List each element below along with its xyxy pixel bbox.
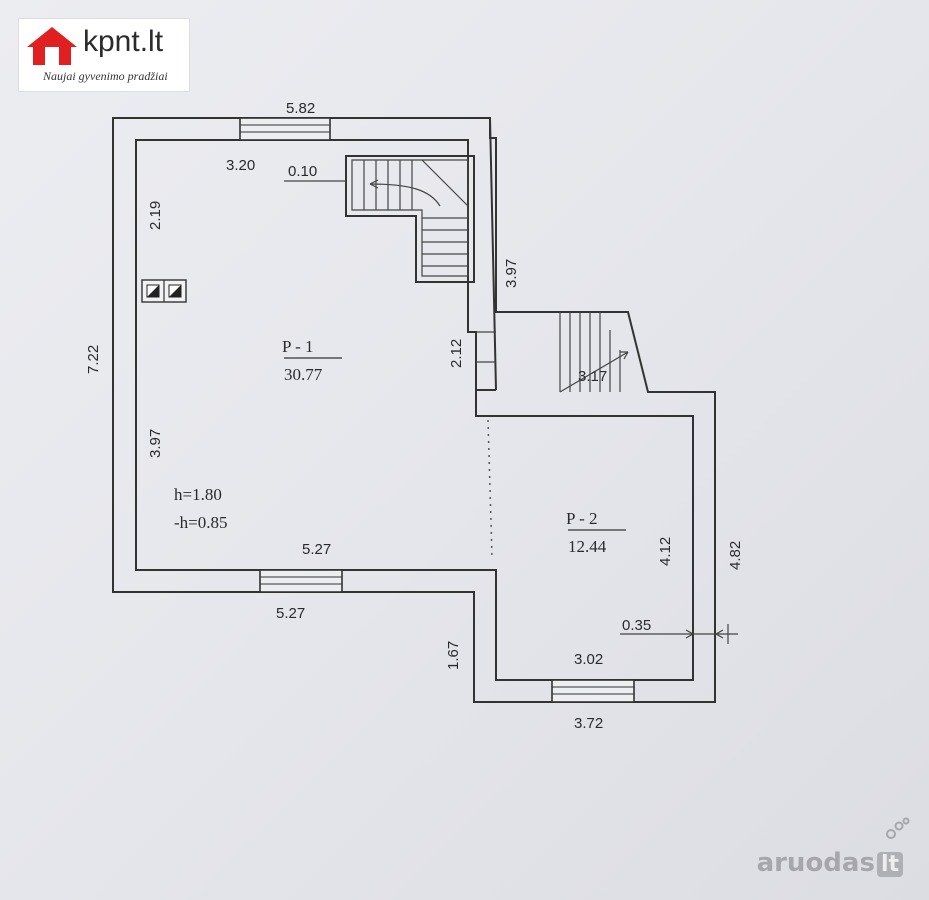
dim-top-outer: 5.82	[286, 100, 315, 117]
house-icon	[27, 27, 77, 65]
dim-bottom-inner-p2: 3.02	[574, 651, 603, 668]
wall-thickness-marker	[620, 624, 738, 644]
window-bottom-p1	[259, 569, 343, 593]
window-top	[239, 117, 331, 141]
dim-p2-outer-right: 4.82	[727, 541, 744, 570]
electrical-panel	[141, 279, 187, 303]
dim-wall-thickness: 0.35	[622, 617, 651, 634]
dim-right-upper: 3.97	[503, 259, 520, 288]
dim-step-down: 1.67	[445, 641, 462, 670]
wall-line	[489, 117, 497, 391]
minus-height-label: -h=0.85	[174, 513, 228, 532]
dim-top-window: 3.20	[226, 157, 255, 174]
window-bottom-p2	[551, 679, 635, 703]
outer-wall	[112, 117, 716, 703]
room-p2-area: 12.44	[568, 537, 607, 556]
room-p2-id: P - 2	[566, 509, 598, 528]
watermark-text: aruodas	[756, 848, 875, 878]
dim-left-lower: 3.97	[147, 429, 164, 458]
exterior-staircase	[559, 312, 629, 393]
kpnt-logo[interactable]: kpnt.lt Naujai gyvenimo pradžiai	[18, 18, 190, 92]
height-label: h=1.80	[174, 485, 222, 504]
house-smoke-icon	[886, 817, 910, 839]
dim-bottom-outer-p2: 3.72	[574, 715, 603, 732]
dim-left-total: 7.22	[85, 345, 102, 374]
interior-staircase	[345, 155, 475, 283]
dim-notch: 2.12	[448, 339, 465, 368]
dim-left-upper: 2.19	[147, 201, 164, 230]
room-p1-area: 30.77	[284, 365, 323, 384]
dim-bottom-inner-p1: 5.27	[302, 541, 331, 558]
dim-p2-inner-right: 4.12	[657, 537, 674, 566]
logo-text: kpnt.lt	[83, 25, 164, 58]
dim-stair-gap: 0.10	[288, 163, 317, 180]
inner-wall	[135, 139, 694, 681]
dim-bottom-outer-p1: 5.27	[276, 605, 305, 622]
room-divider	[487, 419, 493, 557]
room-p1-id: P - 1	[282, 337, 314, 356]
dim-stair-outside: 3.17	[578, 368, 607, 385]
watermark-suffix: lt	[876, 852, 903, 877]
logo-tagline: Naujai gyvenimo pradžiai	[43, 69, 168, 83]
